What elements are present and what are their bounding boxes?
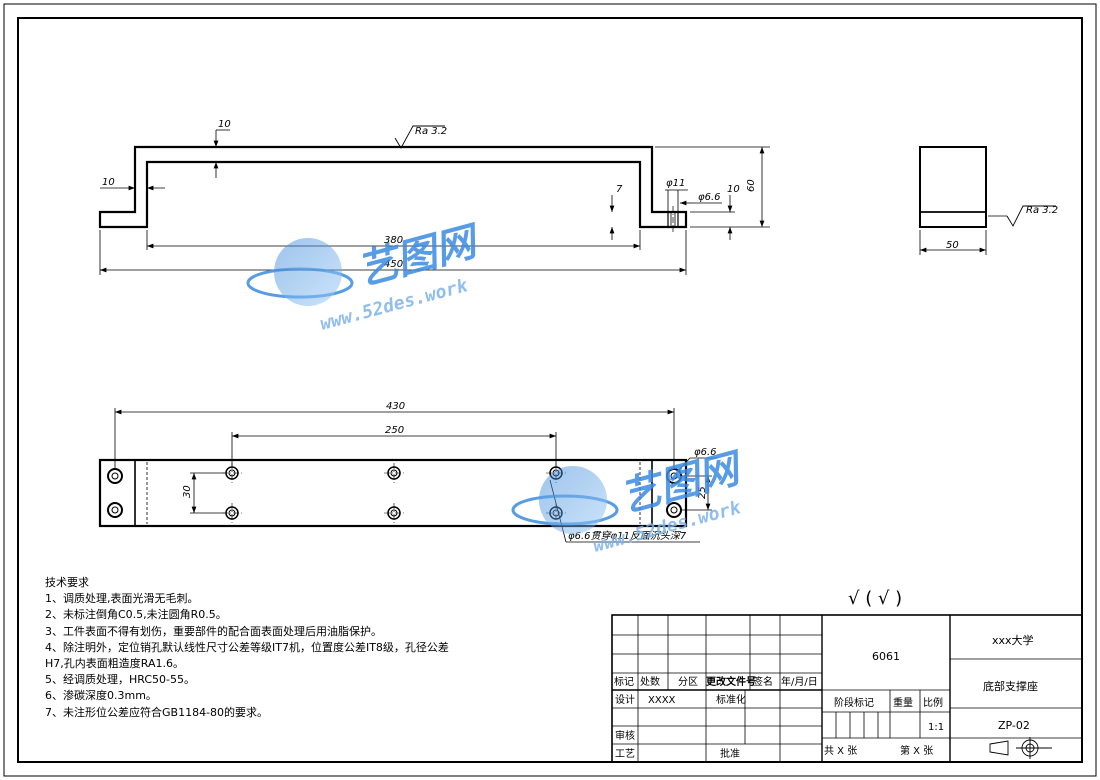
front-dim-labels: 380 450 10 10 60 7 φ11 φ6.6 10 Ra 3.2 (102, 119, 757, 270)
front-view (98, 145, 688, 232)
svg-text:分区: 分区 (678, 676, 698, 688)
svg-text:工艺: 工艺 (615, 748, 635, 760)
school-name: xxx大学 (992, 633, 1034, 647)
plan-view (98, 458, 688, 528)
part-name: 底部支撑座 (983, 679, 1038, 693)
dim-phi6-6: φ6.6 (698, 192, 721, 203)
side-view (919, 146, 1056, 255)
title-block (611, 614, 1083, 763)
dim-380: 380 (384, 235, 403, 246)
dim-25: 25 (697, 486, 708, 499)
svg-text:标记: 标记 (614, 676, 634, 688)
front-dimensions (99, 125, 770, 275)
svg-text:年/月/日: 年/月/日 (781, 675, 818, 688)
svg-text:处数: 处数 (640, 675, 660, 688)
hole-end-left-bottom (107, 502, 123, 518)
tech-req-item: 5、经调质处理，HRC50-55。 (45, 673, 196, 687)
svg-text:比例: 比例 (923, 696, 943, 709)
title-block-text: 标记 处数 分区 更改文件号 签名 年/月/日 设计 XXXX 标准化 审核 工… (614, 633, 1038, 760)
material: 6061 (872, 650, 900, 663)
dim-60: 60 (746, 179, 757, 192)
technical-requirements: 技术要求 1、调质处理,表面光滑无毛刺。 2、未标注倒角C0.5,未注圆角R0.… (45, 575, 449, 721)
svg-text:签名: 签名 (753, 675, 773, 688)
dim-430: 430 (386, 401, 405, 412)
dim-flange-10: 10 (102, 177, 115, 188)
outer-border (3, 3, 1097, 777)
tech-req-item: 6、渗碳深度0.3mm。 (45, 689, 157, 703)
roughness-general-symbol: √ ( √ ) (848, 588, 902, 609)
svg-text:审核: 审核 (615, 729, 635, 742)
dim-450: 450 (384, 259, 403, 270)
dim-50: 50 (946, 240, 959, 251)
dim-250: 250 (385, 425, 404, 436)
svg-text:标准化: 标准化 (716, 693, 746, 706)
tech-req-item: H7,孔内表面粗造度RA1.6。 (45, 657, 184, 671)
tech-req-title: 技术要求 (45, 576, 89, 589)
roughness-side: Ra 3.2 (1026, 205, 1058, 216)
plan-dim-labels: 430 250 30 25 φ6.6 φ6.6贯穿φ11反面沉头深7 (182, 401, 717, 542)
watermark-2: 艺图网 www.52des.work (511, 445, 749, 557)
dim-30: 30 (182, 485, 193, 498)
tech-req-item: 7、未注形位公差应符合GB1184-80的要求。 (45, 705, 269, 719)
svg-text:第 X 张: 第 X 张 (900, 744, 933, 757)
hole-end-left-top (107, 468, 123, 484)
svg-text:设计: 设计 (615, 693, 635, 706)
tech-req-item: 2、未标注倒角C0.5,未注圆角R0.5。 (45, 608, 227, 622)
tech-req-item: 4、除注明外，定位销孔默认线性尺寸公差等级IT7机，位置度公差IT8级，孔径公差 (45, 640, 449, 654)
drawing-number: ZP-02 (998, 719, 1030, 732)
svg-text:阶段标记: 阶段标记 (834, 696, 874, 709)
svg-text:批准: 批准 (720, 747, 740, 760)
scale-value: 1:1 (928, 722, 944, 733)
svg-text:XXXX: XXXX (648, 695, 676, 706)
hole-note: φ6.6贯穿φ11反面沉头深7 (568, 530, 687, 542)
dim-7: 7 (616, 184, 623, 195)
svg-text:重量: 重量 (893, 696, 913, 709)
roughness-top: Ra 3.2 (415, 126, 447, 137)
tech-req-item: 1、调质处理,表面光滑无毛刺。 (45, 592, 199, 606)
watermark-1: 艺图网 www.52des.work (246, 218, 486, 335)
svg-text:共 X 张: 共 X 张 (824, 745, 857, 757)
dim-hole-10: 10 (727, 184, 740, 195)
inner-frame (17, 17, 1083, 763)
svg-text:更改文件号: 更改文件号 (706, 675, 756, 688)
dim-end-phi6-6: φ6.6 (694, 447, 717, 458)
tech-req-item: 3、工件表面不得有划伤，重要部件的配合面表面处理后用油脂保护。 (45, 624, 382, 638)
projection-symbol (989, 737, 1052, 759)
dim-wall-10: 10 (218, 119, 231, 130)
dim-phi11: φ11 (666, 178, 685, 189)
